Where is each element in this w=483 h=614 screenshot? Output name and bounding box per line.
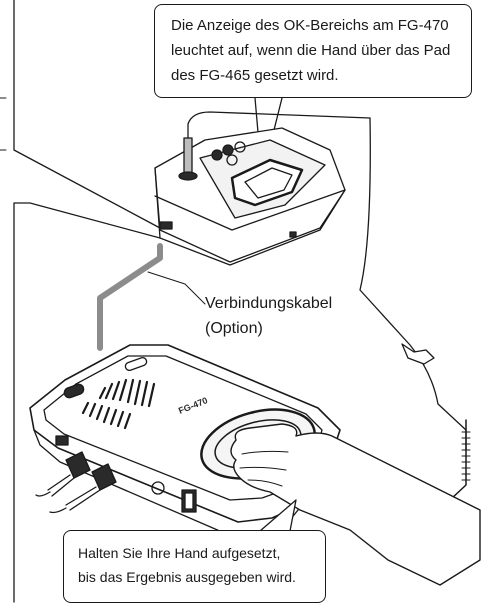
connector-plug — [401, 343, 435, 365]
callout-bottom-line-1: Halten Sie Ihre Hand aufgesetzt, — [78, 545, 281, 561]
fg465-device — [154, 111, 371, 266]
earth-cable — [359, 117, 467, 451]
bottom-callout-pointer — [259, 499, 297, 532]
cable-label: Verbindungskabel — [205, 295, 333, 312]
callout-keep-hand: Halten Sie Ihre Hand aufgesetzt, bis das… — [63, 530, 326, 603]
cable-label-leader — [147, 271, 206, 305]
callout-top-line-1: Die Anzeige des OK-Bereichs am FG-470 — [171, 17, 449, 34]
connection-cable — [97, 243, 163, 351]
callout-top-line-3: des FG-465 gesetzt wird. — [171, 67, 339, 84]
callout-bottom-line-2: bis das Ergebnis ausgegeben wird. — [78, 569, 296, 585]
left-leader-line-top — [13, 0, 161, 229]
callout-ok-area: Die Anzeige des OK-Bereichs am FG-470 le… — [154, 4, 472, 98]
hand — [230, 423, 481, 586]
cable-option-label: (Option) — [205, 320, 263, 337]
power-plugs — [35, 451, 117, 514]
left-leader-line-bottom — [13, 202, 161, 603]
display-bars — [98, 378, 156, 408]
coil-marks — [461, 431, 471, 481]
callout-top-line-2: leuchtet auf, wenn die Hand über das Pad — [171, 42, 451, 59]
